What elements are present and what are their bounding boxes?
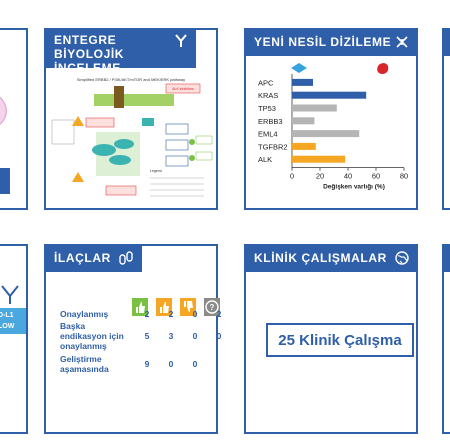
category-label: APC [258,78,274,87]
thumbs-up-icon [132,298,148,316]
category-label: TP53 [258,104,276,113]
clinical-trials-header: KLİNİK ÇALIŞMALAR [246,244,418,272]
drug-count-cell: 5 [144,331,150,341]
x-tick-label: 80 [400,172,408,181]
clinical-trials-card[interactable]: KLİNİK ÇALIŞMALAR 25 Klinik Çalışma [244,244,418,434]
drug-status-icons: ? [132,298,224,320]
drug-count-cell: 2 [144,309,150,319]
drug-row: Başka endikasyon için onaylanmış 5 3 0 0 [60,321,230,351]
lung-icon [291,63,307,73]
bar-alk [292,155,346,163]
drug-count-cell: 2 [168,309,174,319]
category-label: EML4 [258,130,278,139]
drugs-header: İLAÇLAR [46,244,142,272]
tumor-icon [377,63,389,74]
right-partial-card-top [442,28,450,210]
integrated-biology-title-1: ENTEGRE BİYOLOJİK [54,33,125,61]
svg-text:ALK inhibitors: ALK inhibitors [172,87,194,91]
thumbs-up-icon [156,298,172,316]
clinical-trial-count-button[interactable]: 25 Klinik Çalışma [266,323,414,357]
x-axis-label: Değişken varlığı (%) [323,184,385,191]
integrated-biology-header: ENTEGRE BİYOLOJİK İNCELEME [46,28,196,75]
drug-row: Geliştirme aşamasında 9 0 0 [60,354,230,374]
pathway-diagram-title: Simplified ERBB2 / PI3K/AKT/mTOR and MEK… [77,77,185,82]
integrated-biology-title-2: İNCELEME [54,61,121,75]
bar-tp53 [292,104,337,112]
bar-kras [292,91,367,99]
question-icon: ? [204,298,220,316]
integrated-biology-card[interactable]: ENTEGRE BİYOLOJİK İNCELEME Simplified ER… [44,28,218,210]
x-tick-label: 20 [316,172,324,181]
pills-icon [118,250,134,266]
drug-row-label: Başka endikasyon için onaylanmış [60,321,124,351]
category-label: ALK [258,155,272,164]
drug-count-cell: 9 [144,359,150,369]
drug-count-cell: 0 [192,331,198,341]
drug-count-cell: 0 [216,331,222,341]
pdl1-label: D-L1 [0,312,14,319]
bar-tgfbr2 [292,142,316,150]
drug-row-label: Geliştirme aşamasında [60,354,109,374]
drug-count-cell: 0 [192,359,198,369]
x-tick-label: 40 [344,172,352,181]
antibody-icon [1,285,19,304]
pdl1-level: LOW [0,323,15,330]
drug-row: Onaylanmış 2 2 0 2 [60,304,230,324]
antibody-icon [174,33,188,49]
clinical-trials-title: KLİNİK ÇALIŞMALAR [254,251,387,265]
ngs-header: YENİ NESİL DİZİLEME [246,28,418,56]
drug-count-cell: 0 [192,309,198,319]
thumbs-down-icon [180,298,196,316]
category-label: KRAS [258,91,278,100]
pink-shape [0,97,7,125]
category-label: ERBB3 [258,117,283,126]
right-partial-card-bottom [442,244,450,434]
drugs-title: İLAÇLAR [54,251,111,265]
pathway-diagram: Simplified ERBB2 / PI3K/AKT/mTOR and MEK… [51,77,213,197]
svg-text:?: ? [210,303,215,312]
dna-icon [394,34,410,50]
x-tick-label: 0 [290,172,294,181]
drug-row-label: Onaylanmış [60,309,109,319]
left-partial-card-bottom: D-L1 LOW [0,244,28,434]
globe-icon [394,250,410,266]
bar-apc [292,78,313,86]
drug-count-cell: 2 [216,309,222,319]
pdl1-badge: D-L1 LOW [0,308,26,334]
blue-band [0,168,10,194]
bar-eml4 [292,130,360,138]
drug-count-cell: 0 [168,359,174,369]
left-partial-card-top [0,28,28,210]
category-label: TGFBR2 [258,142,288,151]
ngs-title: YENİ NESİL DİZİLEME [254,35,392,49]
bar-erbb3 [292,117,315,125]
legend-title: Legend [150,169,162,173]
x-tick-label: 60 [372,172,380,181]
drug-count-cell: 3 [168,331,174,341]
